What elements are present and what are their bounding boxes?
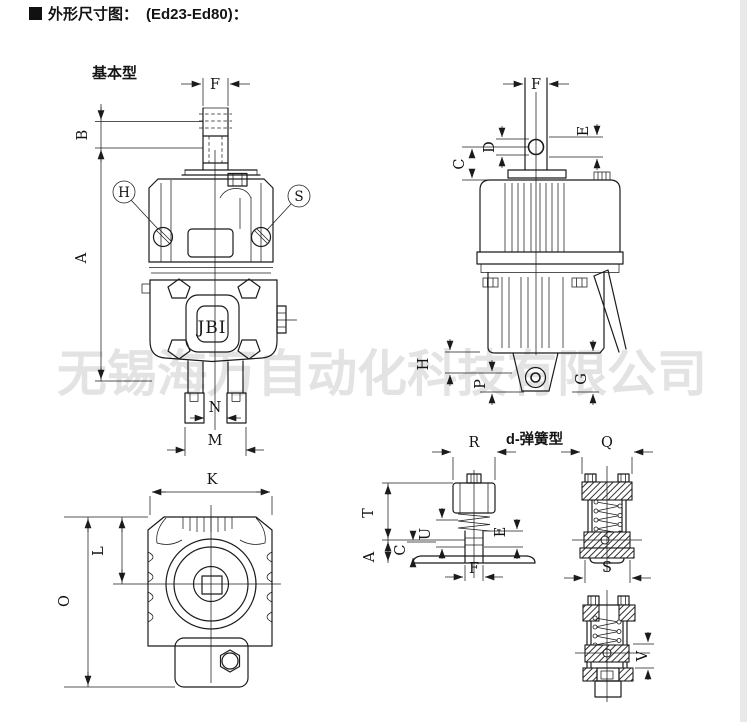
spring-view-label: d-弹簧型: [506, 430, 564, 448]
dim-label-a-spring: A: [362, 551, 378, 563]
dim-label-f-front: F: [210, 77, 220, 93]
dim-label-c-spring: C: [393, 544, 409, 555]
spring-assembly-sections: Q S: [561, 435, 654, 702]
dim-label-q: Q: [601, 435, 613, 451]
cooling-fins-upper: [504, 183, 565, 252]
top-view: K L: [57, 472, 281, 688]
company-watermark: 无锡海万自动化科技有限公司: [57, 346, 707, 402]
title-block: 外形尺寸图： (Ed23-Ed80)：: [29, 5, 248, 23]
spring-assembly-released: [572, 466, 642, 572]
page-title: 外形尺寸图：: [47, 5, 138, 23]
dim-label-h-front: H: [118, 185, 130, 201]
dim-label-f-spring: F: [469, 561, 479, 577]
dim-label-r: R: [469, 435, 481, 451]
spring-coil-section: [595, 501, 621, 534]
side-rib-scallops: [147, 551, 273, 623]
dim-label-a-front: A: [74, 252, 90, 264]
dim-label-e-side: E: [576, 126, 592, 137]
side-view: F D C E: [416, 77, 627, 405]
spring-assembly-compressed: [575, 590, 650, 702]
dim-label-p: P: [473, 379, 489, 389]
front-view: 基本型 F B A: [74, 64, 311, 456]
model-range: (Ed23-Ed80)：: [146, 6, 248, 23]
dim-label-s-assembly: S: [602, 560, 612, 576]
dim-label-u: U: [418, 528, 434, 540]
dim-label-o: O: [57, 595, 73, 607]
dim-label-h-side: H: [416, 358, 432, 371]
dim-label-e-spring: E: [493, 527, 509, 538]
cooling-fins-lower: [501, 277, 564, 348]
dim-label-l: L: [91, 546, 107, 556]
dim-label-t: T: [361, 508, 377, 518]
dim-label-v: V: [635, 650, 651, 662]
dim-label-c-side: C: [452, 158, 468, 169]
brand-logo: JBI: [195, 318, 226, 338]
dim-label-m: M: [208, 433, 223, 449]
dim-label-n: N: [209, 400, 222, 416]
dim-label-f-side: F: [531, 77, 541, 93]
scan-edge-strip: [740, 0, 747, 722]
dim-label-b: B: [75, 130, 91, 141]
dim-label-k: K: [207, 472, 219, 488]
front-view-label: 基本型: [91, 64, 137, 82]
dim-label-g: G: [574, 373, 590, 385]
dim-label-s-front: S: [294, 189, 303, 205]
spring-type-view: d-弹簧型 R T A: [361, 430, 564, 581]
title-bullet-square: [29, 7, 42, 20]
release-lever: [593, 269, 627, 353]
